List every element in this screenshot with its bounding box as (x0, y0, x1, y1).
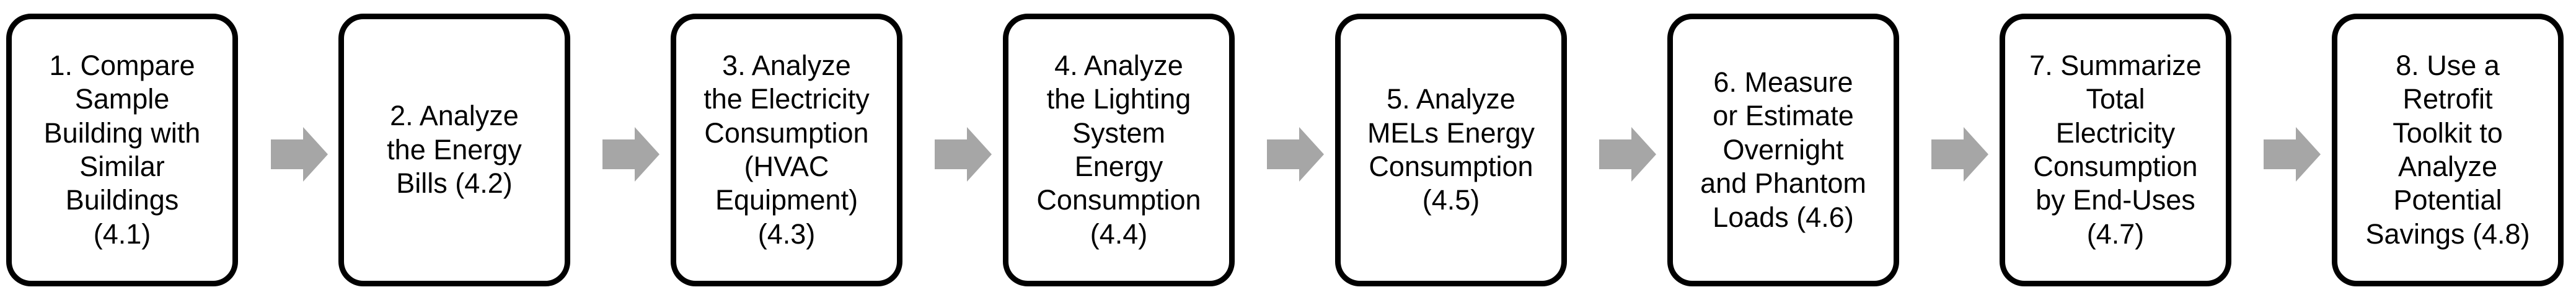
step-3-label: 3. Analyze the Electricity Consumption (… (704, 49, 870, 250)
step-6-label: 6. Measure or Estimate Overnight and Pha… (1700, 66, 1866, 233)
right-arrow-icon (1931, 127, 1988, 182)
right-arrow-icon (2264, 127, 2321, 182)
step-8-label: 8. Use a Retrofit Toolkit to Analyze Pot… (2365, 49, 2530, 250)
step-1-label: 1. Compare Sample Building with Similar … (43, 49, 201, 250)
step-5-label: 5. Analyze MELs Energy Consumption (4.5) (1367, 83, 1535, 216)
step-6-box: 6. Measure or Estimate Overnight and Pha… (1667, 14, 1899, 286)
right-arrow-icon (1267, 127, 1324, 182)
step-5-box: 5. Analyze MELs Energy Consumption (4.5) (1335, 14, 1567, 286)
step-3-box: 3. Analyze the Electricity Consumption (… (671, 14, 902, 286)
step-2-label: 2. Analyze the Energy Bills (4.2) (387, 100, 522, 200)
right-arrow-icon (1599, 127, 1656, 182)
step-4-box: 4. Analyze the Lighting System Energy Co… (1003, 14, 1235, 286)
right-arrow-icon (935, 127, 992, 182)
step-2-box: 2. Analyze the Energy Bills (4.2) (338, 14, 570, 286)
step-7-label: 7. Summarize Total Electricity Consumpti… (2029, 49, 2202, 250)
step-8-box: 8. Use a Retrofit Toolkit to Analyze Pot… (2332, 14, 2564, 286)
step-4-label: 4. Analyze the Lighting System Energy Co… (1036, 49, 1201, 250)
right-arrow-icon (271, 127, 328, 182)
step-7-box: 7. Summarize Total Electricity Consumpti… (2000, 14, 2231, 286)
right-arrow-icon (602, 127, 659, 182)
step-1-box: 1. Compare Sample Building with Similar … (6, 14, 238, 286)
